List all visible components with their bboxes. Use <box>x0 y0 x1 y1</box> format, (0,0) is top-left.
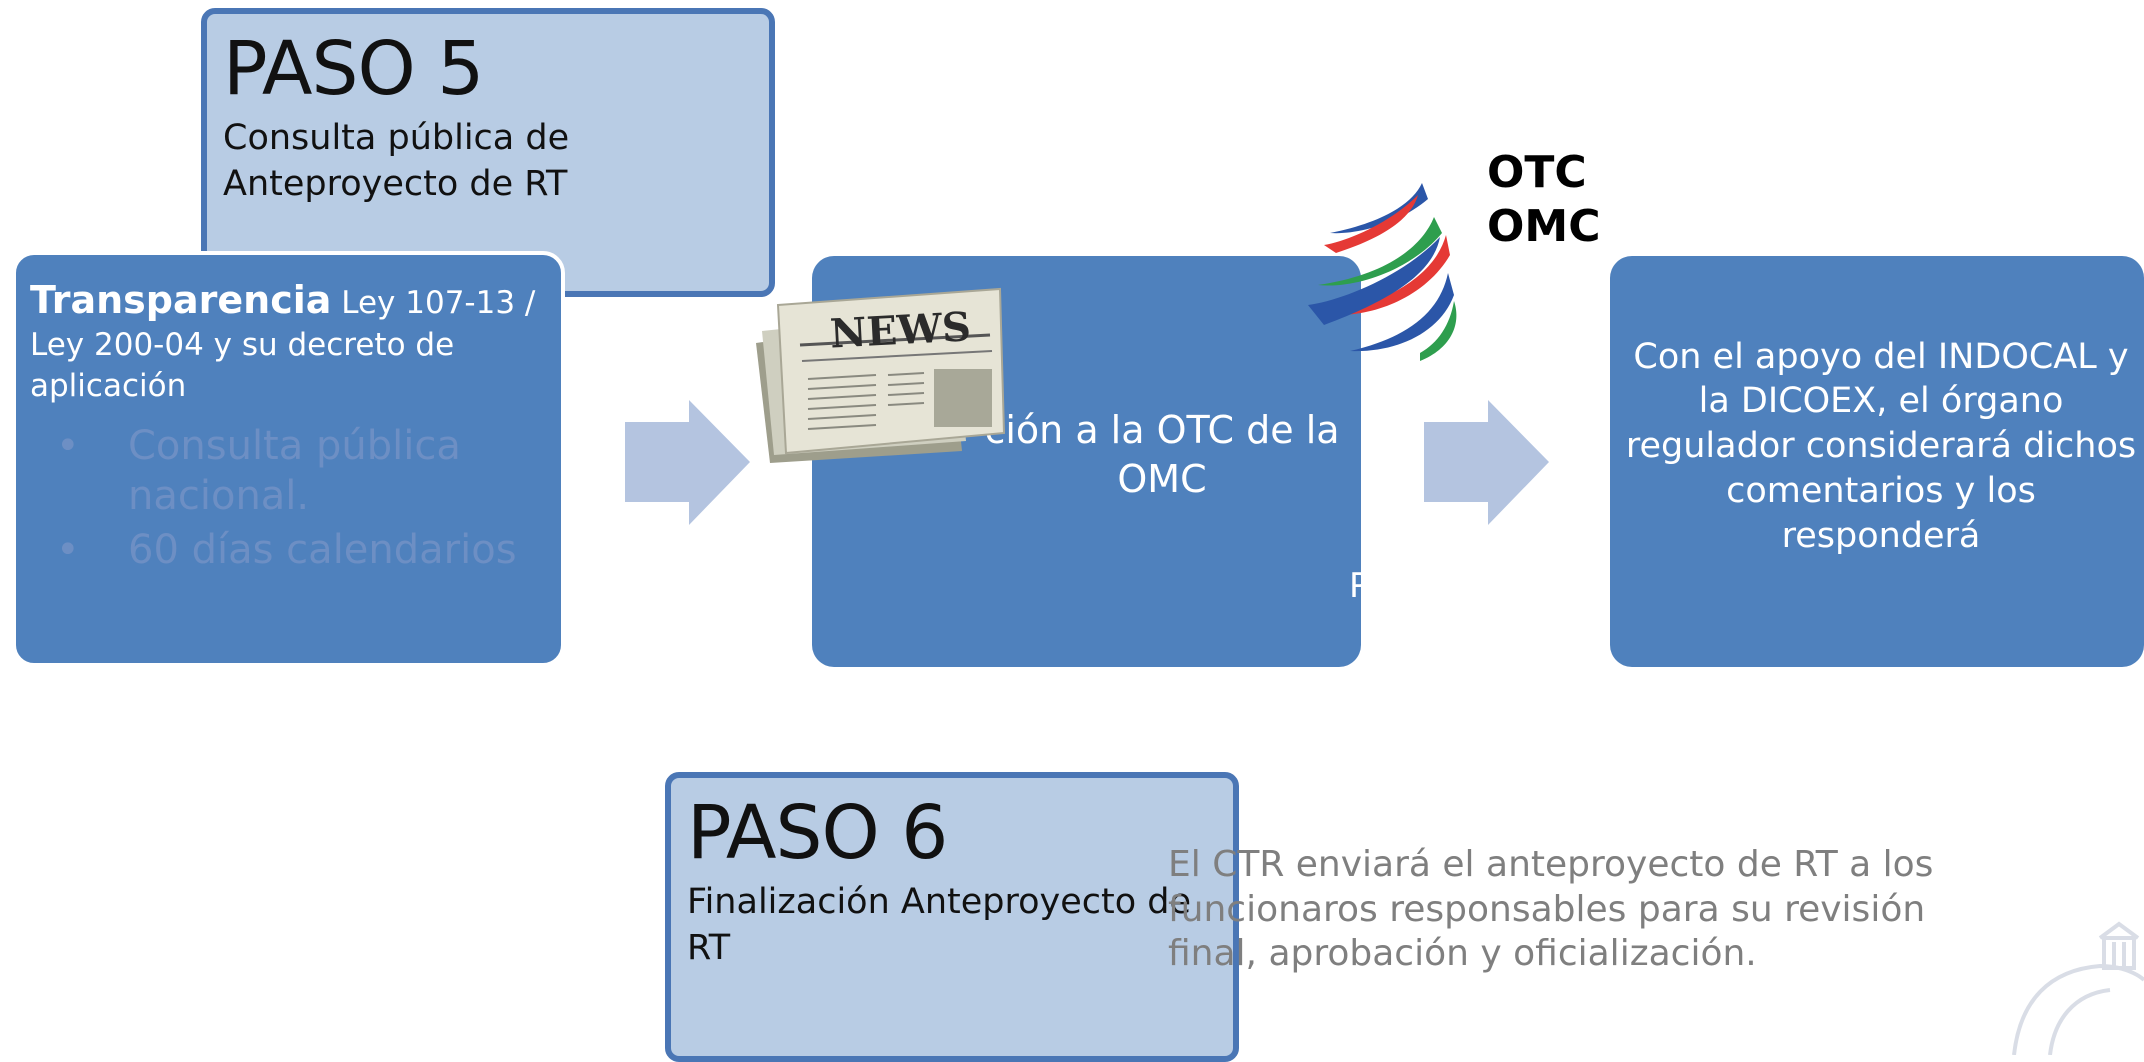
step-5-subtitle: Consulta pública de Anteproyecto de RT <box>223 118 570 204</box>
transparency-box: Transparencia Ley 107-13 / Ley 200-04 y … <box>12 251 565 667</box>
bullet-text: Consulta pública nacional. <box>128 422 461 519</box>
newspaper-icon: NEWS <box>748 283 1018 463</box>
step-6-box: PASO 6 Finalización Anteproyecto de RT <box>665 772 1239 1062</box>
step-6-title: PASO 6 <box>687 790 948 876</box>
transparency-heading: Transparencia <box>30 278 332 322</box>
step-5-box: PASO 5 Consulta pública de Anteproyecto … <box>201 8 775 297</box>
transparency-description: Transparencia Ley 107-13 / Ley 200-04 y … <box>30 275 547 407</box>
bullet-item-consulta: • Consulta pública nacional. <box>30 421 547 521</box>
bullet-item-dias: • 60 días calendarios <box>30 525 547 575</box>
final-note-text: El CTR enviará el anteproyecto de RT a l… <box>1168 844 1934 975</box>
bullet-text: 60 días calendarios <box>128 526 517 573</box>
notification-box: ción a la OTC de la OMC P <box>812 256 1370 667</box>
bullet-marker: • <box>56 422 80 469</box>
notification-overflow-text: P <box>1349 566 1370 606</box>
response-text: Con el apoyo del INDOCAL y la DICOEX, el… <box>1625 336 2137 556</box>
notification-text: ción a la OTC de la OMC <box>984 408 1340 502</box>
wto-label-omc: OMC <box>1487 200 1601 252</box>
transparency-bullet-list: • Consulta pública nacional. • 60 días cal… <box>30 421 547 575</box>
response-box: Con el apoyo del INDOCAL y la DICOEX, el… <box>1610 256 2144 667</box>
wto-logo-icon <box>1300 175 1510 370</box>
wto-label-otc: OTC <box>1487 147 1587 198</box>
step-6-subtitle: Finalización Anteproyecto de RT <box>687 882 1192 968</box>
arrow-right-icon <box>625 400 750 525</box>
building-watermark-icon <box>2010 920 2144 1056</box>
arrow-right-icon <box>1424 400 1549 525</box>
transparency-law-text: Ley 107-13 / Ley 200-04 y su decreto de … <box>30 285 536 405</box>
bullet-marker: • <box>56 526 80 573</box>
step-5-title: PASO 5 <box>223 26 484 112</box>
news-label: NEWS <box>828 303 972 358</box>
wto-label: OTC OMC <box>1487 146 1600 253</box>
